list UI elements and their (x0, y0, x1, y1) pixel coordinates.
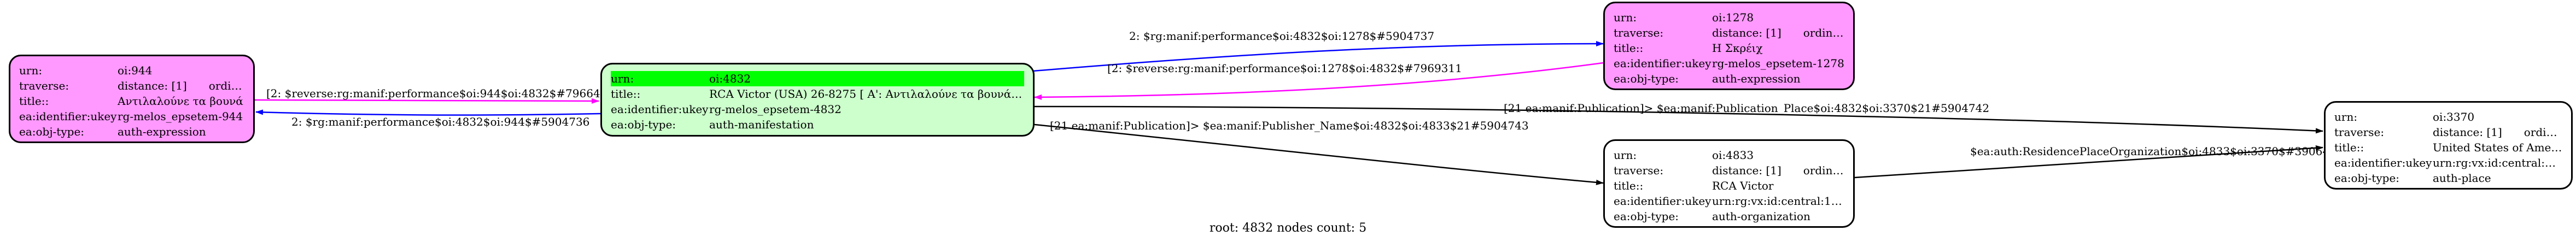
edge-label-4832-to-4833: [21 ea:manif:Publication]> $ea:manif:Pub… (1050, 119, 1529, 132)
node-field-title: title::Η Σκρέιχ (1614, 42, 1763, 55)
node-field-title: title::United States of America (2334, 141, 2562, 154)
edge-label-4832-to-1278: 2: $rg:manif:performance$oi:4832$oi:1278… (1129, 29, 1434, 43)
node-field-traverse: traverse:distance: [1]ordinal: 2 (1614, 26, 1844, 39)
node-field-traverse: traverse:distance: [1]ordinal: 4 (1614, 164, 1844, 177)
edge-944-to-4832 (254, 98, 599, 104)
node-1278[interactable]: urn:oi:1278 traverse:distance: [1]ordina… (1603, 2, 1855, 90)
edge-label-4832-to-3370: [21 ea:manif:Publication]> $ea:manif:Pub… (1504, 102, 1989, 115)
edge-4832-to-944 (255, 109, 601, 116)
node-field-objtype: ea:obj-type:auth-expression (1614, 72, 1801, 85)
node-field-objtype: ea:obj-type:auth-organization (1614, 210, 1810, 223)
node-field-title: title::RCA Victor (USA) 26-8275 [ Α': Αν… (611, 87, 1024, 101)
edge-label-1278-to-4832: [2: $reverse:rg:manif:performance$oi:127… (1107, 62, 1462, 75)
node-field-traverse: traverse:distance: [1]ordinal: 1 (19, 79, 244, 92)
node-944[interactable]: urn:oi:944 traverse:distance: [1]ordinal… (9, 55, 255, 143)
node-field-urn: urn:oi:1278 (1614, 11, 1754, 24)
node-field-objtype: ea:obj-type:auth-place (2334, 172, 2491, 185)
node-field-traverse: traverse:distance: [1]ordinal: 3 (2334, 126, 2562, 139)
edge-4832-to-3370 (1034, 105, 2323, 134)
edge-4832-to-1278 (1033, 41, 1604, 72)
node-field-title: title::RCA Victor (1614, 179, 1774, 192)
edge-1278-to-4832 (1034, 62, 1604, 100)
node-field-title: title::Αντιλαλούνε τα βουνά (19, 95, 243, 108)
node-field-urn: urn:oi:4832 (611, 71, 1024, 86)
graph-summary-footer: root: 4832 nodes count: 5 (1209, 221, 1367, 235)
node-3370[interactable]: urn:oi:3370 traverse:distance: [1]ordina… (2324, 101, 2573, 190)
node-4833[interactable]: urn:oi:4833 traverse:distance: [1]ordina… (1603, 139, 1855, 228)
node-field-urn: urn:oi:944 (19, 64, 153, 77)
edge-label-944-to-4832: [2: $reverse:rg:manif:performance$oi:944… (266, 87, 614, 100)
edge-label-4833-to-3370: $ea:auth:ResidencePlaceOrganization$oi:4… (1970, 145, 2344, 158)
node-field-urn: urn:oi:3370 (2334, 110, 2475, 123)
node-4832-root[interactable]: urn:oi:4832 title::RCA Victor (USA) 26-8… (600, 63, 1035, 137)
node-field-objtype: ea:obj-type:auth-manifestation (611, 118, 814, 131)
node-field-objtype: ea:obj-type:auth-expression (19, 125, 206, 138)
edge-4832-to-4833 (1034, 123, 1604, 185)
node-field-urn: urn:oi:4833 (1614, 149, 1754, 162)
edge-label-4832-to-944: 2: $rg:manif:performance$oi:4832$oi:944$… (291, 115, 589, 128)
